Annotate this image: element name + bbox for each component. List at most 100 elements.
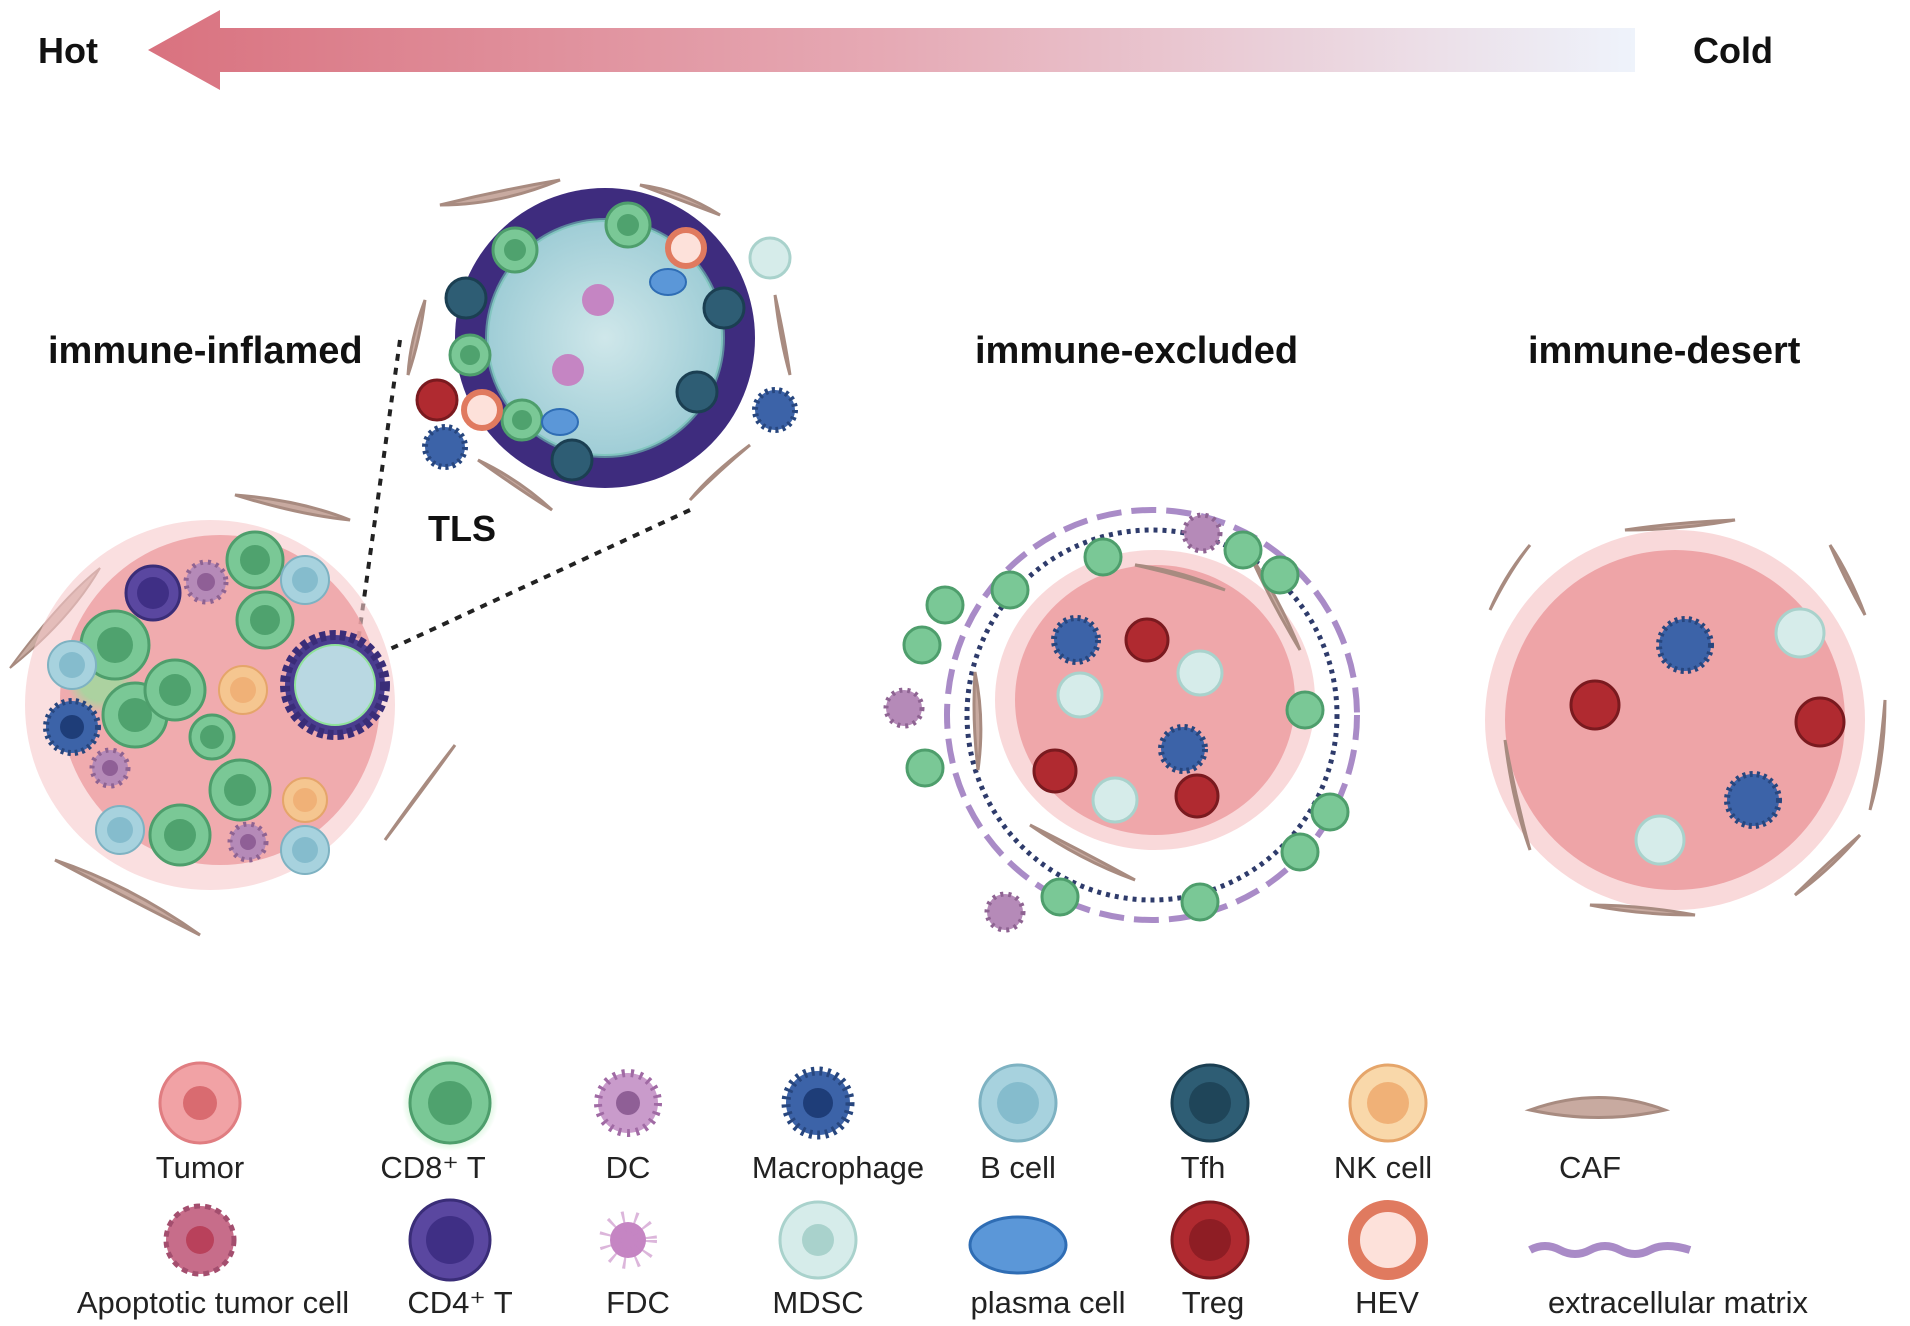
legend-label-plasma: plasma cell <box>970 1285 1126 1320</box>
cd8-t-cell-icon <box>1260 555 1300 595</box>
panel-title-desert: immune-desert <box>1528 330 1801 372</box>
desert-tumor-cluster <box>1485 518 1887 917</box>
tfh-cell-icon <box>444 276 488 320</box>
caf-icon <box>383 744 457 841</box>
zoom-line-upper <box>356 339 402 643</box>
legend-label-fdc: FDC <box>606 1285 670 1320</box>
caf-icon <box>1029 823 1136 882</box>
plasma-cell-icon <box>649 268 687 296</box>
hev-icon <box>1348 1200 1428 1280</box>
plasma-cell-icon <box>541 408 579 436</box>
cd8-t-cell-icon <box>902 625 942 665</box>
tfh-cell-icon <box>702 286 746 330</box>
fdc-icon <box>599 1211 657 1269</box>
macrophage-icon <box>422 424 468 470</box>
panel-title-excluded: immune-excluded <box>975 330 1299 372</box>
legend-label-nk: NK cell <box>1333 1150 1433 1185</box>
macrophage-icon <box>1656 616 1714 674</box>
legend-label-mdsc: MDSC <box>772 1285 864 1320</box>
mdsc-icon <box>1091 776 1139 824</box>
caf-icon <box>439 178 561 207</box>
excluded-tumor-cluster <box>883 507 1360 933</box>
treg-icon <box>1124 617 1170 663</box>
cd8-t-cell-icon <box>1180 882 1220 922</box>
cd8-t-cell-icon <box>905 748 945 788</box>
caf-icon <box>639 183 721 217</box>
ecm-ring-outer <box>944 507 1360 923</box>
mdsc-icon <box>748 236 792 280</box>
legend-label-tfh: Tfh <box>1180 1150 1226 1185</box>
legend-icons <box>158 1055 1692 1282</box>
legend-label-macrophage: Macrophage <box>751 1150 925 1185</box>
tfh-cell-icon <box>675 370 719 414</box>
cd8-t-cell-icon <box>1285 690 1325 730</box>
treg-icon <box>1569 679 1621 731</box>
hev-icon <box>665 227 707 269</box>
dendritic-cell-icon <box>984 891 1026 933</box>
treg-icon <box>1174 773 1220 819</box>
hev-icon <box>461 389 503 431</box>
plasma-cell-icon <box>968 1215 1068 1275</box>
mini-tls <box>280 630 390 740</box>
cold-label: Cold <box>1693 30 1773 71</box>
legend-label-cd8: CD8⁺ T <box>380 1150 486 1185</box>
tls-zoom <box>406 178 798 512</box>
caf-icon <box>1524 1096 1671 1119</box>
macrophage-icon <box>752 387 798 433</box>
caf-icon <box>688 443 751 502</box>
dotted-vessel-ring <box>964 527 1340 903</box>
caf-icon <box>1868 699 1887 811</box>
inflamed-tumor-cluster <box>9 493 457 937</box>
caf-icon <box>406 299 427 376</box>
treg-icon <box>415 378 459 422</box>
legend-label-b-cell: B cell <box>980 1150 1056 1185</box>
legend-label-caf: CAF <box>1559 1150 1621 1185</box>
hot-cold-gradient-arrow <box>148 10 1635 90</box>
dendritic-cell-icon <box>883 687 925 729</box>
cd8-t-cell-icon <box>1083 537 1123 577</box>
cd8-t-cell-icon <box>1280 832 1320 872</box>
cd8-t-cell-icon <box>1223 530 1263 570</box>
legend-label-treg: Treg <box>1181 1285 1245 1320</box>
caf-icon <box>1589 903 1696 917</box>
caf-icon <box>477 458 554 512</box>
cd8-t-cell-icon <box>990 570 1030 610</box>
legend-label-ecm: extracellular matrix <box>1547 1285 1809 1320</box>
macrophage-icon <box>1158 724 1208 774</box>
caf-icon <box>1624 518 1736 532</box>
panel-title-inflamed: immune-inflamed <box>48 330 363 372</box>
mdsc-icon <box>1056 671 1104 719</box>
mdsc-icon <box>1634 814 1686 866</box>
caf-icon <box>972 671 983 771</box>
caf-icon <box>1488 544 1532 611</box>
macrophage-icon <box>1051 615 1101 665</box>
fdc-icon <box>552 354 584 386</box>
tls-label: TLS <box>428 508 496 549</box>
extracellular-matrix-icon <box>1528 1242 1692 1258</box>
macrophage-icon <box>1724 771 1782 829</box>
legend-label-apoptotic: Apoptotic tumor cell <box>76 1285 350 1320</box>
caf-icon <box>1134 563 1226 592</box>
legend-label-tumor: Tumor <box>155 1150 245 1185</box>
dendritic-cell-icon <box>1181 512 1223 554</box>
mdsc-icon <box>1176 649 1224 697</box>
fdc-icon <box>582 284 614 316</box>
cd8-t-cell-icon <box>1310 792 1350 832</box>
treg-icon <box>1794 696 1846 748</box>
cd8-t-cell-icon <box>925 585 965 625</box>
caf-icon <box>1828 544 1867 616</box>
legend-label-hev: HEV <box>1355 1285 1419 1320</box>
legend-label-dc: DC <box>605 1150 651 1185</box>
caf-icon <box>773 294 792 376</box>
tfh-cell-icon <box>550 438 594 482</box>
caf-icon <box>234 493 351 522</box>
mdsc-icon <box>1774 607 1826 659</box>
caf-icon <box>1503 739 1532 851</box>
caf-icon <box>54 858 201 937</box>
treg-icon <box>1032 748 1078 794</box>
caf-icon <box>1793 833 1862 897</box>
legend-label-cd4: CD4⁺ T <box>407 1285 513 1320</box>
hot-label: Hot <box>38 30 98 71</box>
cd8-t-cell-icon <box>1040 877 1080 917</box>
